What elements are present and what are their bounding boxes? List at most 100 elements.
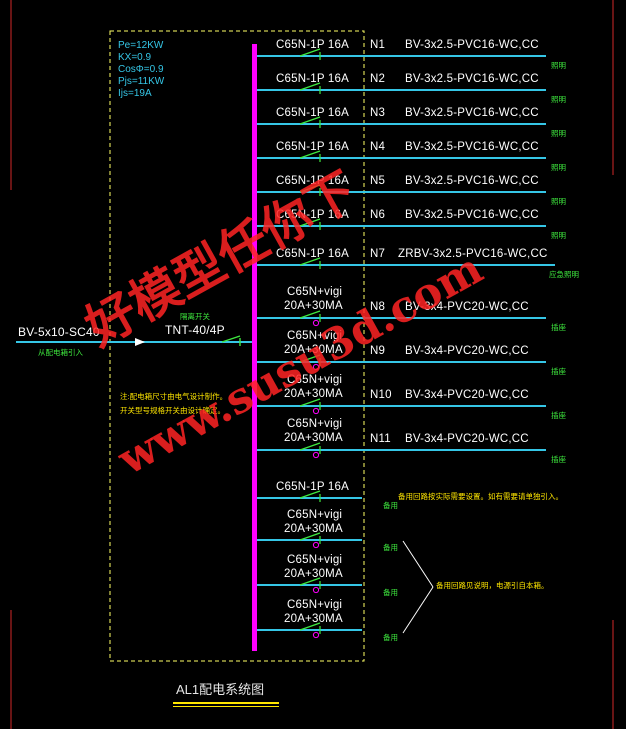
breaker-switch-contact bbox=[299, 150, 321, 159]
main-busbar bbox=[252, 44, 257, 651]
circuit-load: 插座 bbox=[551, 367, 566, 376]
spare-switch-contact bbox=[299, 532, 321, 541]
breaker-label: C65N-1P 16A bbox=[276, 209, 349, 221]
breaker-rcd-icon bbox=[312, 451, 320, 459]
spare-label: 备用 bbox=[383, 501, 398, 510]
isolator-contact bbox=[221, 335, 241, 343]
circuit-id: N11 bbox=[370, 433, 391, 445]
spare-breaker-label: C65N+vigi bbox=[287, 599, 343, 611]
circuit-load: 插座 bbox=[551, 323, 566, 332]
breaker-switch-contact bbox=[299, 442, 321, 451]
breaker-label: C65N+vigi bbox=[287, 374, 343, 386]
circuit-load: 应急照明 bbox=[549, 270, 579, 279]
drawing-frame bbox=[10, 0, 614, 729]
spare-note-2: 备用回路见说明，电源引自本箱。 bbox=[436, 581, 549, 590]
incoming-source-note: 从配电箱引入 bbox=[38, 348, 83, 357]
breaker-switch-contact bbox=[299, 398, 321, 407]
spare-breaker-label: C65N+vigi bbox=[287, 509, 343, 521]
feeder-lines bbox=[257, 48, 555, 459]
circuit-cable: BV-3x2.5-PVC16-WC,CC bbox=[405, 39, 539, 51]
circuit-id: N1 bbox=[370, 39, 386, 51]
param-pe: Pe=12KW bbox=[118, 40, 164, 51]
circuit-id: N3 bbox=[370, 107, 386, 119]
param-pjs: Pjs=11KW bbox=[118, 76, 165, 87]
circuit-load: 插座 bbox=[551, 411, 566, 420]
breaker-rating: 20A+30MA bbox=[284, 300, 343, 312]
spare-switch-contact bbox=[299, 490, 321, 499]
circuit-id: N10 bbox=[370, 389, 392, 401]
circuit-cable: BV-3x4-PVC20-WC,CC bbox=[405, 345, 529, 357]
circuit-load: 照明 bbox=[551, 61, 566, 70]
circuit-cable: BV-3x4-PVC20-WC,CC bbox=[405, 389, 529, 401]
spare-note-brace bbox=[402, 540, 434, 634]
circuit-cable: ZRBV-3x2.5-PVC16-WC,CC bbox=[398, 248, 548, 260]
breaker-rcd-icon bbox=[312, 363, 320, 371]
circuit-load: 照明 bbox=[551, 231, 566, 240]
spare-circuits bbox=[257, 490, 362, 639]
circuit-id: N5 bbox=[370, 175, 386, 187]
breaker-label: C65N-1P 16A bbox=[276, 248, 349, 260]
breaker-rcd-icon bbox=[312, 319, 320, 327]
incoming-line bbox=[16, 335, 255, 346]
breaker-rating: 20A+30MA bbox=[284, 432, 343, 444]
param-ijs: Ijs=19A bbox=[118, 88, 152, 99]
breaker-rcd-icon bbox=[312, 407, 320, 415]
spare-breaker-rating: 20A+30MA bbox=[284, 523, 343, 535]
circuit-load: 照明 bbox=[551, 129, 566, 138]
circuit-id: N8 bbox=[370, 301, 386, 313]
spare-rcd-icon bbox=[312, 631, 320, 639]
spare-breaker-rating: 20A+30MA bbox=[284, 613, 343, 625]
box-note-2: 开关型号规格开关由设计确定。 bbox=[120, 406, 225, 415]
spare-rcd-icon bbox=[312, 541, 320, 549]
spare-breaker-label: C65N+vigi bbox=[287, 554, 343, 566]
circuit-id: N4 bbox=[370, 141, 386, 153]
circuit-id: N7 bbox=[370, 248, 386, 260]
circuit-load: 照明 bbox=[551, 197, 566, 206]
circuit-id: N9 bbox=[370, 345, 386, 357]
circuit-cable: BV-3x2.5-PVC16-WC,CC bbox=[405, 175, 539, 187]
spare-switch-contact bbox=[299, 577, 321, 586]
circuit-cable: BV-3x2.5-PVC16-WC,CC bbox=[405, 141, 539, 153]
spare-label: 备用 bbox=[383, 588, 398, 597]
isolator-model: TNT-40/4P bbox=[165, 323, 225, 337]
incoming-arrow-icon bbox=[135, 338, 145, 346]
circuit-id: N6 bbox=[370, 209, 386, 221]
incoming-cable: BV-5x10-SC40 bbox=[18, 325, 100, 339]
breaker-label: C65N+vigi bbox=[287, 418, 343, 430]
breaker-label: C65N-1P 16A bbox=[276, 141, 349, 153]
spare-label: 备用 bbox=[383, 633, 398, 642]
circuit-load: 照明 bbox=[551, 163, 566, 172]
breaker-switch-contact bbox=[299, 48, 321, 57]
circuit-cable: BV-3x4-PVC20-WC,CC bbox=[405, 301, 529, 313]
box-note-1: 注:配电箱尺寸由电气设计制作。 bbox=[120, 392, 228, 401]
distribution-box-outline bbox=[109, 30, 365, 662]
breaker-label: C65N-1P 16A bbox=[276, 175, 349, 187]
breaker-label: C65N-1P 16A bbox=[276, 39, 349, 51]
spare-note-1: 备用回路按实际需要设置。如有需要请单独引入。 bbox=[398, 492, 563, 501]
breaker-switch-contact bbox=[299, 310, 321, 319]
breaker-switch-contact bbox=[299, 354, 321, 363]
title-underline-2 bbox=[173, 706, 279, 707]
spare-breaker-rating: 20A+30MA bbox=[284, 568, 343, 580]
circuit-load: 照明 bbox=[551, 95, 566, 104]
circuit-id: N2 bbox=[370, 73, 386, 85]
circuit-load: 插座 bbox=[551, 455, 566, 464]
spare-label: 备用 bbox=[383, 543, 398, 552]
breaker-switch-contact bbox=[299, 257, 321, 266]
breaker-label: C65N-1P 16A bbox=[276, 73, 349, 85]
circuit-cable: BV-3x2.5-PVC16-WC,CC bbox=[405, 209, 539, 221]
title-underline bbox=[173, 702, 279, 704]
spare-switch-contact bbox=[299, 622, 321, 631]
diagram-title: AL1配电系统图 bbox=[176, 682, 265, 697]
breaker-switch-contact bbox=[299, 116, 321, 125]
circuit-cable: BV-3x2.5-PVC16-WC,CC bbox=[405, 73, 539, 85]
param-kx: KX=0.9 bbox=[118, 52, 152, 63]
breaker-switch-contact bbox=[299, 184, 321, 193]
isolator-note: 隔离开关 bbox=[180, 312, 210, 321]
breaker-switch-contact bbox=[299, 218, 321, 227]
breaker-rating: 20A+30MA bbox=[284, 344, 343, 356]
spare-rcd-icon bbox=[312, 586, 320, 594]
breaker-rating: 20A+30MA bbox=[284, 388, 343, 400]
circuit-cable: BV-3x2.5-PVC16-WC,CC bbox=[405, 107, 539, 119]
